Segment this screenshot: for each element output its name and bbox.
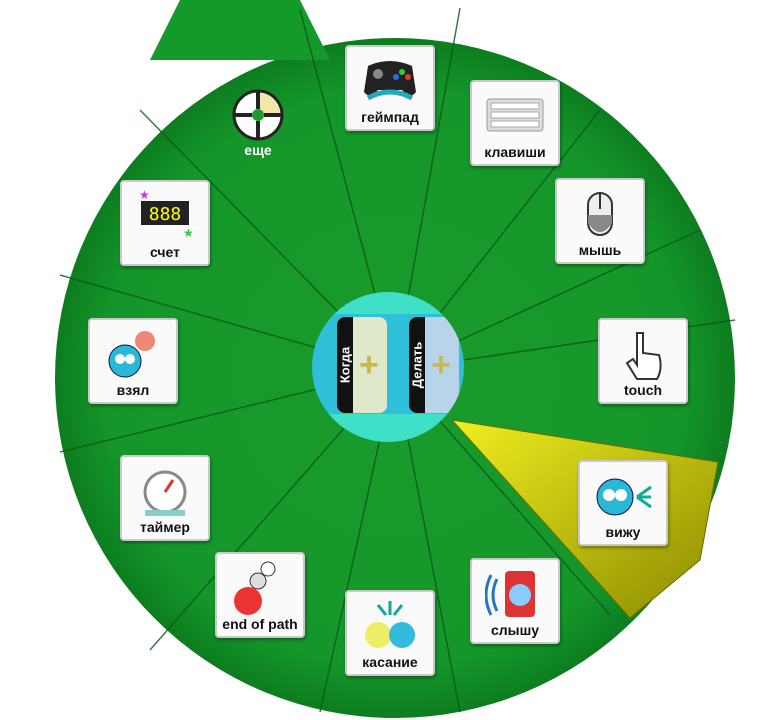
plus-icon: + bbox=[359, 346, 379, 384]
menu-item-label: клавиши bbox=[484, 144, 546, 160]
got-apple-icon bbox=[108, 331, 155, 378]
do-label: Делать bbox=[409, 341, 425, 389]
timer-icon bbox=[143, 470, 187, 516]
menu-item-9[interactable]: таймер bbox=[120, 455, 210, 541]
when-label: Когда bbox=[337, 346, 353, 384]
svg-text:★: ★ bbox=[183, 226, 194, 240]
touch-hand-icon bbox=[625, 332, 662, 380]
menu-item-label: касание bbox=[362, 654, 418, 670]
menu-item-label: таймер bbox=[140, 519, 190, 535]
menu-item-2[interactable]: клавиши bbox=[470, 80, 560, 166]
menu-item-10[interactable]: взял bbox=[88, 318, 178, 404]
when-card[interactable]: Когда + bbox=[337, 317, 387, 413]
menu-item-label: вижу bbox=[605, 524, 641, 540]
menu-item-6[interactable]: слышу bbox=[470, 558, 560, 644]
score-icon: 888★★ bbox=[139, 188, 194, 240]
see-eye-icon bbox=[596, 478, 652, 516]
menu-item-label: взял bbox=[116, 382, 150, 398]
menu-item-label: слышу bbox=[490, 622, 540, 638]
keyboard-icon bbox=[486, 98, 544, 132]
menu-item-label: мышь bbox=[578, 242, 622, 258]
menu-item-4[interactable]: touch bbox=[598, 318, 688, 404]
menu-item-label: end of path bbox=[222, 616, 298, 632]
mouse-icon bbox=[587, 192, 613, 236]
menu-item-7[interactable]: касание bbox=[345, 590, 435, 676]
menu-item-label: touch bbox=[623, 382, 663, 398]
menu-item-8[interactable]: end of path bbox=[215, 552, 305, 638]
menu-item-1[interactable]: геймпад bbox=[345, 45, 435, 131]
rule-hub: Когда + Делать + bbox=[312, 292, 464, 442]
speaker-icon bbox=[485, 571, 535, 617]
menu-item-3[interactable]: мышь bbox=[555, 178, 645, 264]
svg-text:888: 888 bbox=[149, 204, 182, 225]
more-icon bbox=[232, 89, 284, 141]
svg-text:★: ★ bbox=[139, 188, 150, 202]
plus-icon: + bbox=[431, 346, 451, 384]
end-of-path-icon bbox=[234, 561, 276, 615]
gamepad-icon bbox=[364, 61, 416, 101]
do-card[interactable]: Делать + bbox=[409, 317, 459, 413]
menu-item-label: счет bbox=[149, 244, 180, 260]
menu-item-label: еще bbox=[244, 142, 272, 158]
bump-icon bbox=[365, 601, 415, 648]
menu-item-5[interactable]: вижу bbox=[578, 460, 668, 546]
menu-item-label: геймпад bbox=[361, 109, 419, 125]
menu-item-11[interactable]: 888★★счет bbox=[120, 180, 210, 266]
menu-item-12[interactable]: еще bbox=[215, 80, 301, 162]
